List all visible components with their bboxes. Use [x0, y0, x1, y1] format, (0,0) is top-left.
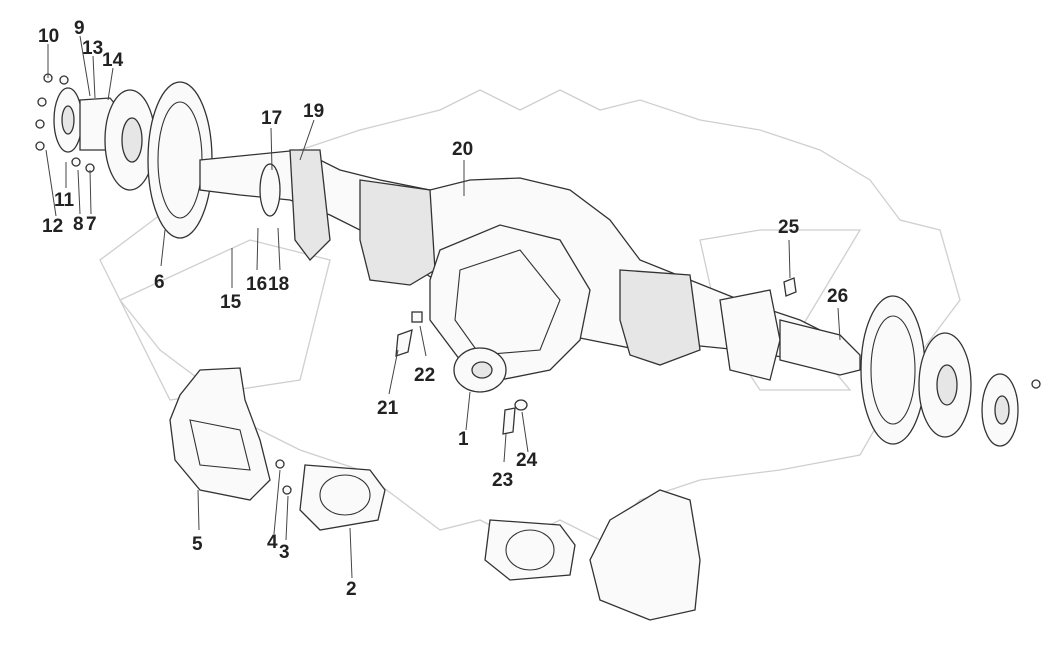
callout-13: 13 — [82, 38, 103, 59]
right-hub-assembly — [779, 277, 1041, 447]
washer — [514, 399, 528, 411]
callout-26: 26 — [827, 286, 848, 307]
callout-9: 9 — [74, 18, 85, 39]
bearing-ring — [259, 163, 281, 217]
callout-23: 23 — [492, 470, 513, 491]
callout-3: 3 — [279, 542, 290, 563]
left-brake-group — [169, 367, 386, 531]
stud — [395, 329, 413, 357]
vent-valve — [783, 277, 797, 297]
right-brake-disc-inner-ring — [870, 315, 916, 425]
callout-labels: 1 2 3 4 5 6 7 8 9 10 11 12 13 14 15 16 1… — [38, 18, 848, 600]
callout-25: 25 — [778, 217, 800, 238]
washer-small — [275, 459, 285, 469]
right-brake-bracket — [719, 289, 781, 381]
right-spring-seat — [619, 269, 701, 366]
differential-ribs — [454, 249, 561, 356]
callout-16: 16 — [246, 274, 267, 295]
brake-chamber-diaphragm — [319, 474, 371, 516]
callout-17: 17 — [261, 108, 282, 129]
left-hub-assembly — [35, 73, 213, 239]
nut-small — [282, 485, 292, 495]
pinion-flange-center — [471, 361, 493, 379]
callout-8: 8 — [73, 214, 84, 235]
callout-10: 10 — [38, 26, 59, 47]
callout-11: 11 — [54, 190, 75, 211]
callout-22: 22 — [414, 365, 435, 386]
leader-lines — [45, 35, 841, 579]
callout-18: 18 — [268, 274, 289, 295]
callout-14: 14 — [102, 50, 124, 71]
callout-19: 19 — [303, 101, 324, 122]
callout-12: 12 — [42, 216, 63, 237]
callout-20: 20 — [452, 139, 473, 160]
callout-7: 7 — [86, 214, 97, 235]
callout-21: 21 — [377, 398, 399, 419]
nut — [411, 311, 423, 323]
callout-6: 6 — [154, 272, 165, 293]
right-flange-bolt — [1031, 379, 1041, 389]
callout-2: 2 — [346, 579, 357, 600]
right-flange-center — [994, 395, 1010, 425]
callout-4: 4 — [267, 532, 278, 553]
right-brake-caliper — [589, 489, 701, 621]
flange-center — [61, 105, 75, 135]
drain-plug — [502, 407, 516, 435]
callout-24: 24 — [516, 450, 538, 471]
brake-mounting-bracket — [289, 149, 331, 261]
callout-15: 15 — [220, 292, 242, 313]
right-hub-bore — [936, 364, 958, 406]
callout-5: 5 — [192, 534, 203, 555]
hub-bore — [121, 117, 143, 163]
differential-carrier — [395, 224, 591, 435]
right-brake-chamber-diaphragm — [505, 529, 555, 571]
brake-caliper — [169, 367, 271, 501]
right-axle-shaft — [779, 319, 861, 376]
left-spring-seat — [359, 179, 436, 286]
caliper-detail — [189, 419, 251, 471]
callout-1: 1 — [458, 429, 469, 450]
right-brake-chamber — [484, 519, 576, 581]
right-brake-group — [484, 489, 701, 621]
